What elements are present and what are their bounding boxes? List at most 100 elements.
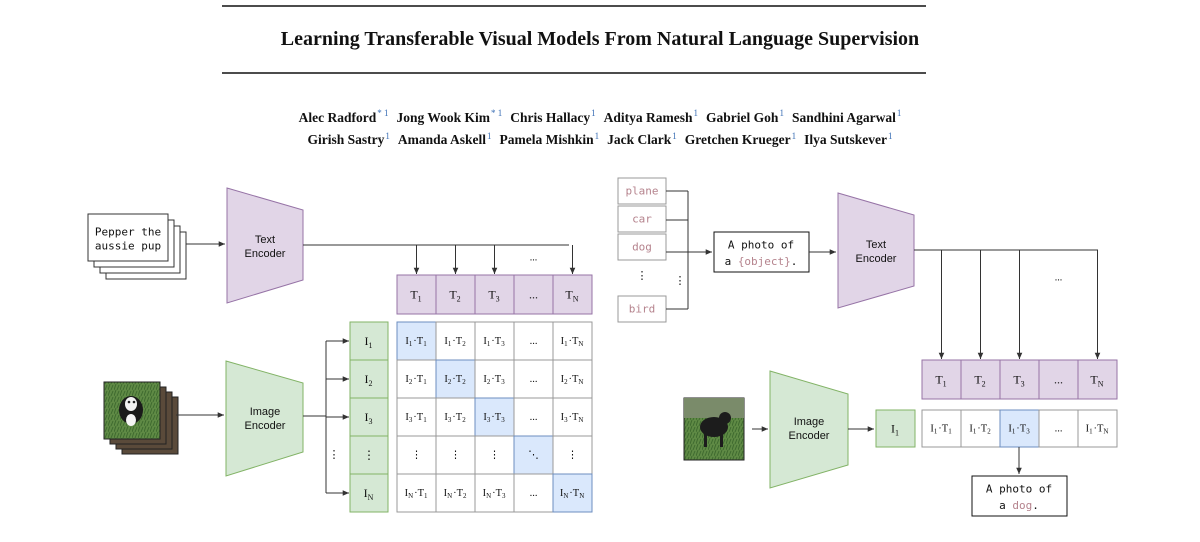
score-cell	[1077, 409, 1118, 448]
author-name-text: Jack Clark	[607, 132, 672, 147]
class-label: dog	[632, 241, 652, 254]
text-embedding-label: T3	[488, 288, 500, 304]
affiliation-mark: 1	[672, 130, 677, 141]
image-embedding-cell	[349, 359, 389, 399]
text-input-card	[87, 213, 169, 262]
matrix-cell-positive	[396, 321, 437, 361]
author-name: Pamela Mishkin1	[499, 130, 600, 148]
text-embedding-label: T1	[935, 373, 947, 389]
matrix-cell	[513, 359, 554, 399]
image-embedding-label: I1	[891, 422, 900, 438]
text-embedding-cell	[1077, 359, 1118, 400]
text-encoder-left	[226, 187, 304, 304]
image-encoder-label: Image	[794, 416, 825, 428]
author-name: Gretchen Krueger1	[685, 131, 796, 148]
dog-leg	[720, 433, 723, 447]
image-embedding-cell	[875, 409, 916, 448]
class-ellipsis: ⋮	[637, 270, 648, 282]
matrix-cell-label: IN ·T3	[483, 488, 507, 501]
author-name-text: Gabriel Goh	[706, 109, 779, 125]
image-encoder-label: Encoder	[789, 430, 830, 442]
class-label-box	[617, 205, 667, 233]
affiliation-mark: * 1	[491, 108, 503, 118]
matrix-cell	[513, 397, 554, 437]
matrix-cell-label: I1 ·T2	[444, 336, 466, 349]
author-name: Girish Sastry1	[307, 130, 390, 148]
affiliation-mark: 1	[888, 130, 893, 141]
matrix-cell	[396, 435, 437, 475]
author-name: Chris Hallacy1	[510, 108, 595, 125]
ellipsis-label: ⋮	[329, 449, 340, 461]
matrix-cell-label: IN ·TN	[560, 488, 585, 501]
matrix-cell	[513, 321, 554, 361]
text-embedding-label: T1	[410, 288, 422, 304]
class-label: bird	[629, 303, 656, 316]
matrix-cell-label: ⋮	[411, 450, 422, 461]
text-embedding-cell	[435, 274, 476, 315]
text-input-line: aussie pup	[95, 240, 161, 253]
matrix-cell	[474, 359, 515, 399]
class-label-box	[617, 233, 667, 261]
matrix-cell-label: ⋱	[528, 450, 539, 461]
affiliation-mark: 1	[594, 130, 600, 141]
matrix-cell-label: I2 ·TN	[561, 374, 585, 387]
matrix-cell-label: I3 ·T1	[405, 412, 427, 425]
matrix-cell-positive	[474, 397, 515, 437]
author-name: Gabriel Goh1	[706, 108, 784, 125]
image-embedding-cell	[349, 321, 389, 361]
author-name-text: Aditya Ramesh	[603, 109, 693, 125]
prompt-template-line: a {object}.	[725, 255, 798, 268]
image-embedding-label: I1	[364, 334, 373, 350]
matrix-cell-label: I1 ·TN	[561, 336, 585, 349]
image-encoder-label: Image	[250, 406, 281, 418]
class-label: plane	[625, 185, 658, 198]
matrix-cell-positive	[513, 435, 554, 475]
author-name: Ilya Sutskever1	[804, 130, 893, 148]
text-embedding-cell	[396, 274, 437, 315]
dog-eye	[127, 400, 131, 404]
image-embedding-cell	[349, 397, 389, 437]
matrix-cell	[552, 321, 593, 361]
class-label-box	[617, 295, 667, 323]
text-embedding-cell	[474, 274, 515, 315]
matrix-cell-label: ...	[530, 336, 538, 347]
author-name-text: Amanda Askell	[397, 132, 487, 147]
matrix-cell-label: I2 ·T2	[444, 374, 466, 387]
matrix-cell-label: ⋮	[489, 450, 500, 461]
text-embedding-cell	[921, 359, 962, 400]
image-embedding-cell	[349, 473, 389, 513]
image-embedding-label: IN	[364, 486, 375, 502]
affiliation-mark: 1	[385, 130, 390, 141]
dog-head	[719, 412, 731, 424]
author-name: Sandhini Agarwal1	[791, 108, 902, 125]
affiliation-mark: 1	[896, 108, 902, 118]
image-encoder-label: Encoder	[245, 420, 286, 432]
image-embedding-label: ⋮	[363, 448, 375, 462]
author-name: Jong Wook Kim* 1	[397, 108, 503, 125]
text-embedding-label: T3	[1013, 373, 1025, 389]
matrix-cell-label: I1 ·T1	[405, 336, 427, 349]
author-name-text: Pamela Mishkin	[499, 132, 594, 147]
text-embedding-label: ...	[1054, 373, 1063, 387]
matrix-cell-label: I2 ·T1	[405, 374, 427, 387]
text-encoder-label: Text	[255, 234, 275, 246]
matrix-cell-label: ...	[530, 412, 538, 423]
text-embedding-cell	[513, 274, 554, 315]
matrix-cell-label: I3 ·TN	[561, 412, 585, 425]
class-label-box	[617, 177, 667, 205]
matrix-cell-label: ⋮	[567, 450, 578, 461]
image-embedding-cell	[349, 435, 389, 475]
author-name-text: Sandhini Agarwal	[791, 109, 896, 125]
text-input-line: Pepper the	[95, 226, 161, 239]
text-encoder-label: Encoder	[245, 248, 286, 260]
score-cell	[960, 409, 1001, 448]
score-cell-label: I1 ·TN	[1086, 423, 1110, 436]
text-encoder-label: Encoder	[856, 253, 897, 265]
score-cell-label: I1 ·T3	[1008, 423, 1030, 436]
ellipsis-label: ...	[1055, 273, 1063, 284]
text-embedding-label: TN	[565, 288, 579, 304]
matrix-cell-label: ...	[530, 488, 538, 499]
prompt-template-line: A photo of	[728, 239, 794, 252]
